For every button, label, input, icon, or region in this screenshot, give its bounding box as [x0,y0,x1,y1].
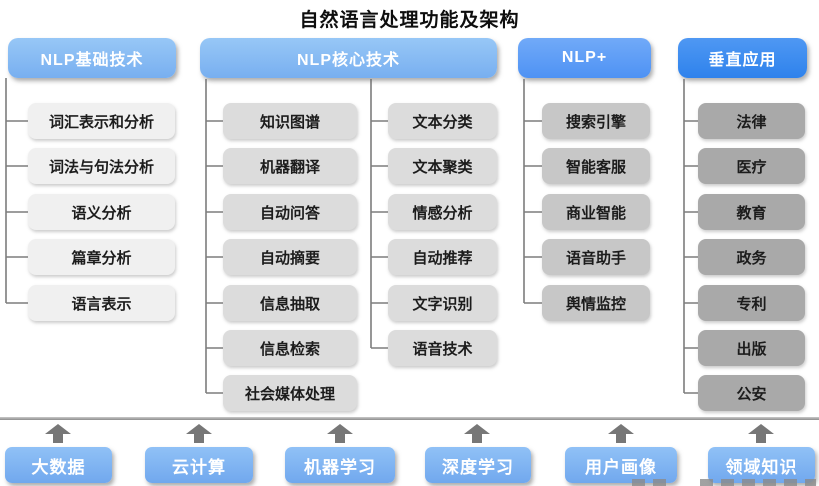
up-arrow-icon [748,424,774,443]
node-machine-translation: 机器翻译 [223,148,357,184]
header-nlp-basic: NLP基础技术 [8,38,176,78]
up-arrow-icon [464,424,490,443]
node-education: 教育 [698,194,805,230]
watermark-remnant [700,479,816,486]
node-lexical-syntax-analysis: 词法与句法分析 [28,148,175,184]
header-nlp-plus: NLP+ [518,38,651,78]
foundation-cloud-computing: 云计算 [145,447,253,483]
node-text-classification: 文本分类 [388,103,497,139]
node-medical: 医疗 [698,148,805,184]
node-auto-recommendation: 自动推荐 [388,239,497,275]
node-intelligent-customer-service: 智能客服 [542,148,650,184]
node-ocr: 文字识别 [388,285,497,321]
up-arrow-icon [327,424,353,443]
node-information-retrieval: 信息检索 [223,330,357,366]
node-publishing: 出版 [698,330,805,366]
node-business-intelligence: 商业智能 [542,194,650,230]
node-government: 政务 [698,239,805,275]
node-lexical-representation: 词汇表示和分析 [28,103,175,139]
node-search-engine: 搜索引擎 [542,103,650,139]
foundation-machine-learning: 机器学习 [285,447,395,483]
node-semantic-analysis: 语义分析 [28,194,175,230]
foundation-user-profiling: 用户画像 [565,447,677,483]
header-nlp-core: NLP核心技术 [200,38,497,78]
foundation-big-data: 大数据 [5,447,112,483]
up-arrow-icon [186,424,212,443]
header-vertical-apps: 垂直应用 [678,38,807,78]
node-question-answering: 自动问答 [223,194,357,230]
foundation-divider-line [0,417,819,420]
node-discourse-analysis: 篇章分析 [28,239,175,275]
node-public-security: 公安 [698,375,805,411]
foundation-domain-knowledge: 领域知识 [708,447,815,483]
node-voice-assistant: 语音助手 [542,239,650,275]
node-knowledge-graph: 知识图谱 [223,103,357,139]
node-auto-summarization: 自动摘要 [223,239,357,275]
up-arrow-icon [608,424,634,443]
node-text-clustering: 文本聚类 [388,148,497,184]
node-legal: 法律 [698,103,805,139]
node-speech-technology: 语音技术 [388,330,497,366]
node-public-opinion-monitoring: 舆情监控 [542,285,650,321]
node-patent: 专利 [698,285,805,321]
node-social-media-processing: 社会媒体处理 [223,375,357,411]
foundation-deep-learning: 深度学习 [425,447,531,483]
node-language-representation: 语言表示 [28,285,175,321]
page-title: 自然语言处理功能及架构 [299,10,520,31]
node-sentiment-analysis: 情感分析 [388,194,497,230]
node-information-extraction: 信息抽取 [223,285,357,321]
up-arrow-icon [45,424,71,443]
watermark-remnant [632,479,670,486]
